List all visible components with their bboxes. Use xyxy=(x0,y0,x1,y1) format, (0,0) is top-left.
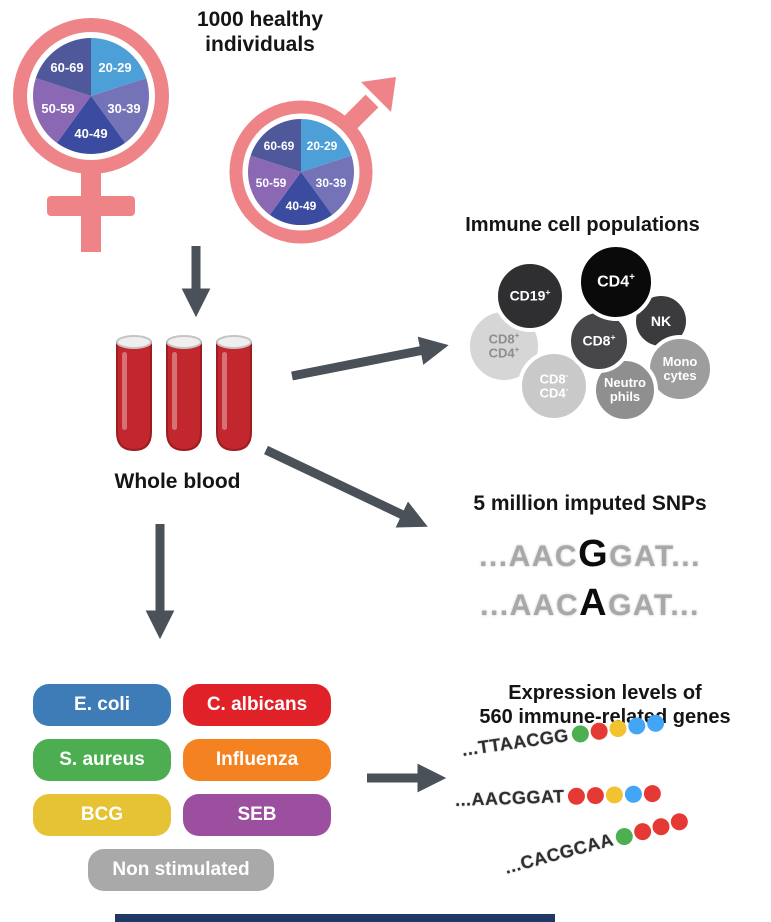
arrow-blood-to-snps xyxy=(264,445,428,528)
pie-label-30-39: 30-39 xyxy=(316,176,347,190)
male-symbol-arrow-shaft xyxy=(341,94,379,132)
stimulus-seb: SEB xyxy=(183,794,331,836)
whole-blood-label: Whole blood xyxy=(114,470,241,493)
male-age-pie: 20-29 30-39 40-49 50-59 60-69 xyxy=(247,118,355,226)
cohort-title-line2: individuals xyxy=(205,32,315,56)
pie-slice-60-69 xyxy=(35,37,91,96)
bead xyxy=(650,816,672,838)
snps-title: 5 million imputed SNPs xyxy=(473,492,707,515)
bead-string xyxy=(567,784,661,806)
immune-cell-cluster: CD8+ CD4+ CD19+ NK Mono cytes CD8- CD4- … xyxy=(458,240,748,445)
bottom-bar xyxy=(115,914,555,922)
pie-label-30-39: 30-39 xyxy=(107,101,140,116)
pie-slice-20-29 xyxy=(91,37,147,96)
stimulus-bcg: BCG xyxy=(33,794,171,836)
blood-tube xyxy=(216,335,252,452)
stimulus-c-albicans: C. albicans xyxy=(183,684,331,726)
pie-label-50-59: 50-59 xyxy=(41,101,74,116)
cell-cd19: CD19+ xyxy=(494,260,566,332)
female-symbol-ring xyxy=(13,18,169,174)
female-symbol: 20-29 30-39 40-49 50-59 60-69 xyxy=(13,18,169,252)
bead xyxy=(643,784,661,803)
bead xyxy=(567,787,585,806)
pie-slice-50-59 xyxy=(32,78,91,143)
snp-sequences: ...AACGGAT... ...AACAGAT... xyxy=(425,530,755,629)
pie-label-20-29: 20-29 xyxy=(307,139,338,153)
arrow-blood-to-immune-cells xyxy=(291,336,449,381)
stimulus-non-stimulated: Non stimulated xyxy=(88,849,274,891)
pie-slice-50-59 xyxy=(247,155,301,215)
bead xyxy=(608,719,628,739)
blood-tube xyxy=(166,335,202,452)
pie-slice-60-69 xyxy=(250,118,301,172)
pie-slice-40-49 xyxy=(56,96,126,154)
male-symbol-arrow-head xyxy=(361,77,396,112)
cohort-title: 1000 healthy individuals xyxy=(160,8,360,58)
cell-cd4: CD4+ xyxy=(577,243,655,321)
pie-label-50-59: 50-59 xyxy=(256,176,287,190)
bead xyxy=(624,785,642,804)
bead xyxy=(632,821,654,843)
pie-label-40-49: 40-49 xyxy=(74,126,107,141)
gene-sequence: ...AACGGAT xyxy=(454,786,565,810)
pie-slice-30-39 xyxy=(301,155,355,215)
blood-tubes xyxy=(116,335,252,452)
female-symbol-crossbar xyxy=(47,196,135,216)
cohort-title-line1: 1000 healthy xyxy=(196,8,324,31)
cell-cd8neg-cd4neg: CD8- CD4- xyxy=(518,350,590,422)
pie-label-40-49: 40-49 xyxy=(286,199,317,213)
stimulus-e-coli: E. coli xyxy=(33,684,171,726)
bead xyxy=(589,721,609,741)
snp-sequence-ref: ...AACGGAT... xyxy=(479,533,701,575)
snp-sequence-alt: ...AACAGAT... xyxy=(480,582,700,625)
bead xyxy=(605,786,623,804)
bead xyxy=(570,724,590,744)
pie-label-60-69: 60-69 xyxy=(50,60,83,75)
male-symbol: 20-29 30-39 40-49 50-59 60-69 xyxy=(229,77,396,244)
pie-slice-40-49 xyxy=(269,172,333,226)
bead xyxy=(586,786,604,805)
pie-label-20-29: 20-29 xyxy=(98,60,131,75)
immune-cells-title: Immune cell populations xyxy=(465,214,700,236)
bead xyxy=(613,826,635,847)
female-age-pie: 20-29 30-39 40-49 50-59 60-69 xyxy=(32,37,150,154)
pie-label-60-69: 60-69 xyxy=(264,139,295,153)
pie-slice-30-39 xyxy=(91,78,150,143)
snp-variant-allele: A xyxy=(579,582,609,625)
stimulus-influenza: Influenza xyxy=(183,739,331,781)
snp-variant-allele: G xyxy=(578,533,610,575)
stimulus-s-aureus: S. aureus xyxy=(33,739,171,781)
pie-slice-20-29 xyxy=(301,119,352,172)
expression-title: Expression levels of 560 immune-related … xyxy=(479,682,731,728)
male-symbol-ring xyxy=(229,100,373,244)
bead xyxy=(645,713,665,733)
bead xyxy=(626,716,647,736)
blood-tube xyxy=(116,335,152,452)
